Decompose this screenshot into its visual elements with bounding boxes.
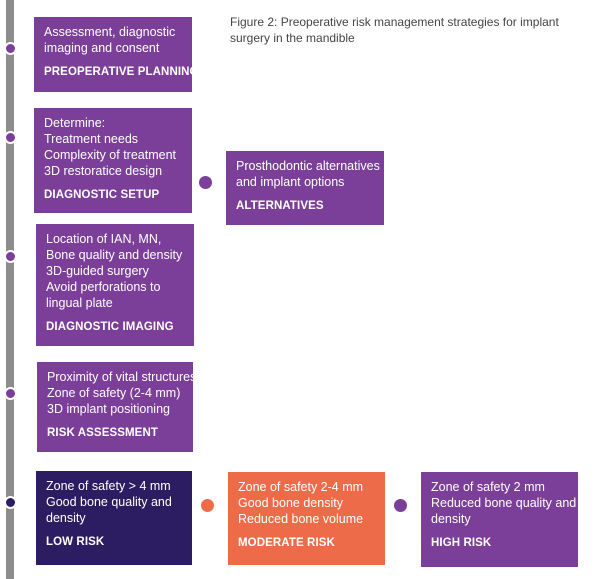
branch-node-moderate-risk <box>201 499 214 512</box>
box-text: Location of IAN, MN, Bone quality and de… <box>46 232 183 310</box>
box-text: Zone of safety > 4 mm Good bone quality … <box>46 479 172 525</box>
timeline-node-preoperative-planning <box>4 42 17 55</box>
box-text: Determine: Treatment needs Complexity of… <box>44 116 176 178</box>
box-heading: PREOPERATIVE PLANNING <box>44 66 199 78</box>
box-heading: ALTERNATIVES <box>236 200 324 212</box>
figure-caption: Figure 2: Preoperative risk management s… <box>230 15 559 45</box>
risk-assessment-box: Proximity of vital structures Zone of sa… <box>37 362 197 452</box>
box-heading: DIAGNOSTIC IMAGING <box>46 321 174 333</box>
box-heading: MODERATE RISK <box>238 537 335 549</box>
preoperative-planning-box: Assessment, diagnostic imaging and conse… <box>34 17 199 92</box>
moderate-risk-box: Zone of safety 2-4 mm Good bone density … <box>228 472 385 565</box>
low-risk-box: Zone of safety > 4 mm Good bone quality … <box>36 471 192 565</box>
diagnostic-imaging-box: Location of IAN, MN, Bone quality and de… <box>36 224 194 346</box>
timeline-node-diagnostic-imaging <box>4 250 17 263</box>
box-text: Zone of safety 2-4 mm Good bone density … <box>238 480 364 526</box>
box-text: Zone of safety 2 mm Reduced bone quality… <box>431 480 577 526</box>
timeline-node-risk-assessment <box>4 387 17 400</box>
alternatives-box: Prosthodontic alternatives and implant o… <box>226 151 384 225</box>
timeline-node-low-risk <box>4 496 17 509</box>
timeline-bar <box>6 0 14 579</box>
high-risk-box: Zone of safety 2 mm Reduced bone quality… <box>421 472 578 567</box>
timeline-node-diagnostic-setup <box>4 131 17 144</box>
box-text: Assessment, diagnostic imaging and conse… <box>44 25 176 55</box>
box-heading: DIAGNOSTIC SETUP <box>44 189 160 201</box>
branch-node-high-risk <box>394 499 407 512</box>
box-heading: RISK ASSESSMENT <box>47 427 158 439</box>
box-text: Proximity of vital structures Zone of sa… <box>47 370 197 416</box>
box-heading: LOW RISK <box>46 536 105 548</box>
diagnostic-setup-box: Determine: Treatment needs Complexity of… <box>34 108 192 213</box>
box-heading: HIGH RISK <box>431 537 492 549</box>
box-text: Prosthodontic alternatives and implant o… <box>236 159 380 189</box>
branch-node-alternatives <box>199 176 212 189</box>
